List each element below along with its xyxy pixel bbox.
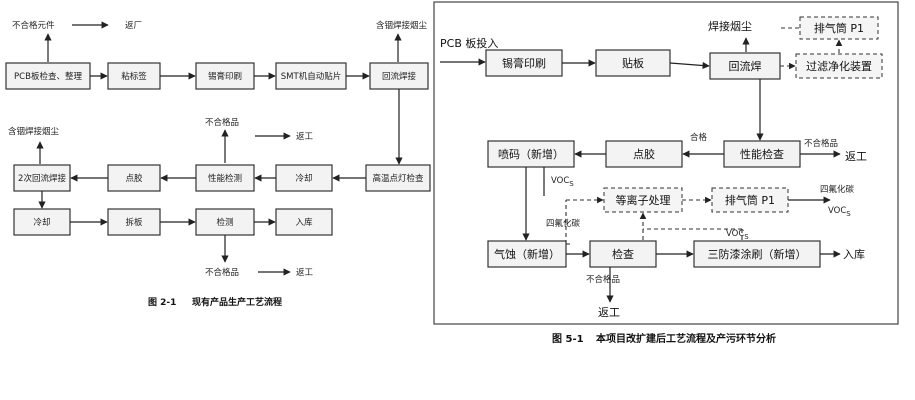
node-sticker bbox=[107, 62, 161, 90]
node-r-mount bbox=[595, 49, 671, 77]
label-cf4-b: 四氟化碳 bbox=[820, 184, 855, 195]
node-split-label: 拆板 bbox=[125, 217, 143, 228]
node-check bbox=[589, 240, 657, 268]
label-voc-b-main: VOC bbox=[726, 229, 744, 239]
node-reflow2 bbox=[13, 164, 71, 192]
node-code bbox=[487, 140, 575, 168]
right-caption-number: 图 5-1 bbox=[552, 333, 584, 345]
label-lead-fume-top: 含铟焊接烟尘 bbox=[376, 20, 428, 31]
label-weld-fume: 焊接烟尘 bbox=[708, 19, 752, 33]
node-etch-label: 气蚀（新增） bbox=[494, 247, 560, 261]
label-reject1: 不合格品 bbox=[205, 117, 239, 128]
node-r-reflow-label: 回流焊 bbox=[729, 59, 762, 73]
right-figure-frame bbox=[433, 1, 899, 325]
label-pass: 合格 bbox=[690, 132, 708, 143]
node-glue bbox=[107, 164, 161, 192]
node-filter bbox=[795, 53, 883, 79]
label-voc-b-sub: S bbox=[744, 233, 749, 241]
node-cool2 bbox=[13, 208, 71, 236]
node-print-label: 锡膏印刷 bbox=[208, 71, 242, 82]
node-filter-label: 过滤净化装置 bbox=[806, 59, 872, 73]
label-rework2-right: 返工 bbox=[598, 306, 620, 319]
node-r-print-label: 锡膏印刷 bbox=[502, 56, 546, 70]
label-voc-c-main: VOC bbox=[828, 206, 846, 216]
node-smt bbox=[275, 62, 347, 90]
label-store: 入库 bbox=[843, 248, 865, 261]
node-cool1 bbox=[275, 164, 333, 192]
label-reject-parts: 不合格元件 bbox=[12, 20, 55, 31]
node-hiptest bbox=[365, 164, 431, 192]
node-exhaust-mid-label: 排气筒 P1 bbox=[725, 193, 775, 207]
node-r-glue-label: 点胶 bbox=[633, 147, 655, 161]
node-smt-label: SMT机自动贴片 bbox=[281, 71, 341, 82]
left-caption-number: 图 2-1 bbox=[148, 297, 176, 308]
label-lead-fume-left: 含铟焊接烟尘 bbox=[8, 126, 60, 137]
right-flow-diagram: 焊接烟尘 排气筒 P1 PCB 板投入 锡膏印刷 贴板 回流焊 过滤净化装置 合… bbox=[433, 1, 899, 345]
node-glue-label: 点胶 bbox=[125, 173, 143, 184]
label-rework2: 返工 bbox=[296, 267, 314, 278]
node-plasma-label: 等离子处理 bbox=[616, 193, 671, 207]
node-reflow-label: 回流焊接 bbox=[382, 71, 417, 82]
label-reject1-right: 不合格品 bbox=[804, 138, 838, 149]
node-store-label: 入库 bbox=[295, 217, 313, 228]
node-r-print bbox=[485, 49, 563, 77]
node-hiptest-label: 高温点灯检查 bbox=[372, 173, 424, 184]
label-pcb-input: PCB 板投入 bbox=[440, 36, 498, 50]
label-return-factory: 返厂 bbox=[125, 20, 142, 31]
left-flow-diagram: 不合格元件 返厂 含铟焊接烟尘 PCB板检查、整理 粘标签 锡膏印刷 SMT机自… bbox=[5, 20, 431, 308]
node-coat bbox=[693, 240, 821, 268]
node-exhaust-top bbox=[799, 16, 879, 40]
node-inspect bbox=[195, 208, 255, 236]
label-reject2-right: 不合格品 bbox=[586, 274, 620, 285]
label-voc-a-main: VOC bbox=[551, 176, 569, 186]
node-check-label: 检查 bbox=[612, 247, 634, 261]
label-reject2: 不合格品 bbox=[205, 267, 239, 278]
node-store bbox=[275, 208, 333, 236]
node-r-reflow bbox=[709, 52, 781, 80]
left-caption: 现有产品生产工艺流程 bbox=[192, 296, 282, 308]
node-exhaust-top-label: 排气筒 P1 bbox=[814, 21, 864, 35]
node-reflow2-label: 2次回流焊接 bbox=[18, 173, 66, 184]
node-inspect-label: 检测 bbox=[216, 217, 233, 228]
node-perf-label: 性能检测 bbox=[208, 173, 242, 184]
node-split bbox=[107, 208, 161, 236]
node-r-mount-label: 贴板 bbox=[622, 56, 644, 70]
label-voc-a: VOCS bbox=[551, 176, 574, 188]
node-cool1-label: 冷却 bbox=[295, 173, 312, 184]
node-plasma bbox=[603, 187, 683, 213]
node-pcb-check bbox=[5, 62, 91, 90]
node-cool2-label: 冷却 bbox=[33, 217, 50, 228]
node-r-perf-label: 性能检查 bbox=[740, 147, 784, 161]
right-caption: 本项目改扩建后工艺流程及产污环节分析 bbox=[596, 332, 776, 345]
node-coat-label: 三防漆涂刷（新增） bbox=[708, 247, 807, 261]
node-pcb-check-label: PCB板检查、整理 bbox=[14, 71, 82, 82]
label-cf4-a: 四氟化碳 bbox=[546, 218, 581, 229]
node-code-label: 喷码（新增） bbox=[498, 147, 564, 161]
node-sticker-label: 粘标签 bbox=[121, 71, 147, 82]
label-voc-a-sub: S bbox=[569, 180, 574, 188]
label-voc-c-sub: S bbox=[846, 210, 851, 218]
label-voc-b: VOCS bbox=[726, 229, 749, 241]
label-rework1: 返工 bbox=[296, 131, 314, 142]
node-exhaust-mid bbox=[711, 187, 789, 213]
node-r-perf bbox=[723, 140, 801, 168]
node-print bbox=[195, 62, 255, 90]
label-rework1-right: 返工 bbox=[845, 150, 867, 163]
label-voc-c: VOCS bbox=[828, 206, 851, 218]
